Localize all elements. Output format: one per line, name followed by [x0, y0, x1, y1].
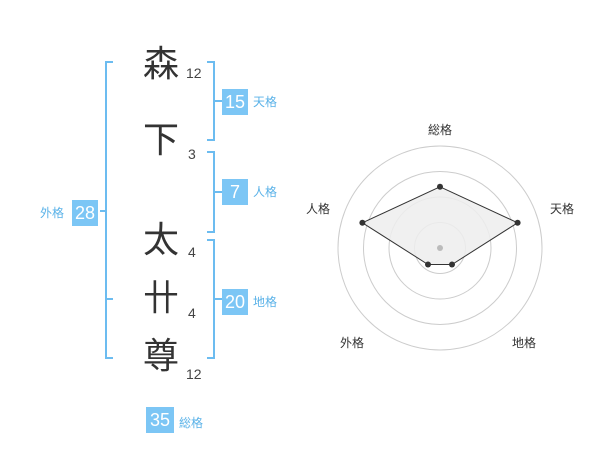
- jinkaku-label: 人格: [253, 185, 278, 199]
- stroke-count-4: 4: [188, 305, 196, 321]
- stroke-count-2: 3: [188, 146, 196, 162]
- radar-point-5: [359, 219, 366, 226]
- radar-label-tenkaku: 天格: [549, 202, 574, 216]
- radar-area: [361, 186, 519, 265]
- name-character-2: 下: [142, 120, 179, 161]
- stroke-count-1: 12: [186, 65, 202, 81]
- radar-point-4: [425, 261, 432, 268]
- chikaku-value: 20: [222, 289, 248, 315]
- radar-point-1: [437, 183, 443, 190]
- name-character-5: 尊: [142, 336, 179, 377]
- soukaku-label: 総格: [179, 416, 204, 430]
- name-character-4: 卄: [142, 278, 179, 319]
- tenkaku-label: 天格: [253, 95, 278, 109]
- gaikaku-value: 28: [72, 200, 98, 226]
- radar-center-point: [437, 245, 443, 251]
- chikaku-label: 地格: [253, 295, 278, 309]
- jinkaku-value: 7: [222, 179, 248, 205]
- radar-point-2: [514, 219, 521, 226]
- radar-label-gaikaku: 外格: [339, 336, 364, 350]
- stroke-count-5: 12: [186, 366, 202, 382]
- radar-ring-4: [337, 145, 543, 351]
- radar-label-jinkaku: 人格: [305, 202, 330, 216]
- tenkaku-value: 15: [222, 89, 248, 115]
- name-character-1: 森: [142, 44, 179, 85]
- soukaku-value: 35: [146, 407, 174, 433]
- radar-label-soukaku: 総格: [427, 123, 452, 137]
- radar-ring-3: [363, 171, 517, 325]
- stroke-count-3: 4: [188, 244, 196, 260]
- radar-label-chikaku: 地格: [511, 336, 536, 350]
- gaikaku-label: 外格: [40, 206, 65, 220]
- radar-point-3: [448, 261, 455, 268]
- name-character-3: 太: [142, 220, 179, 261]
